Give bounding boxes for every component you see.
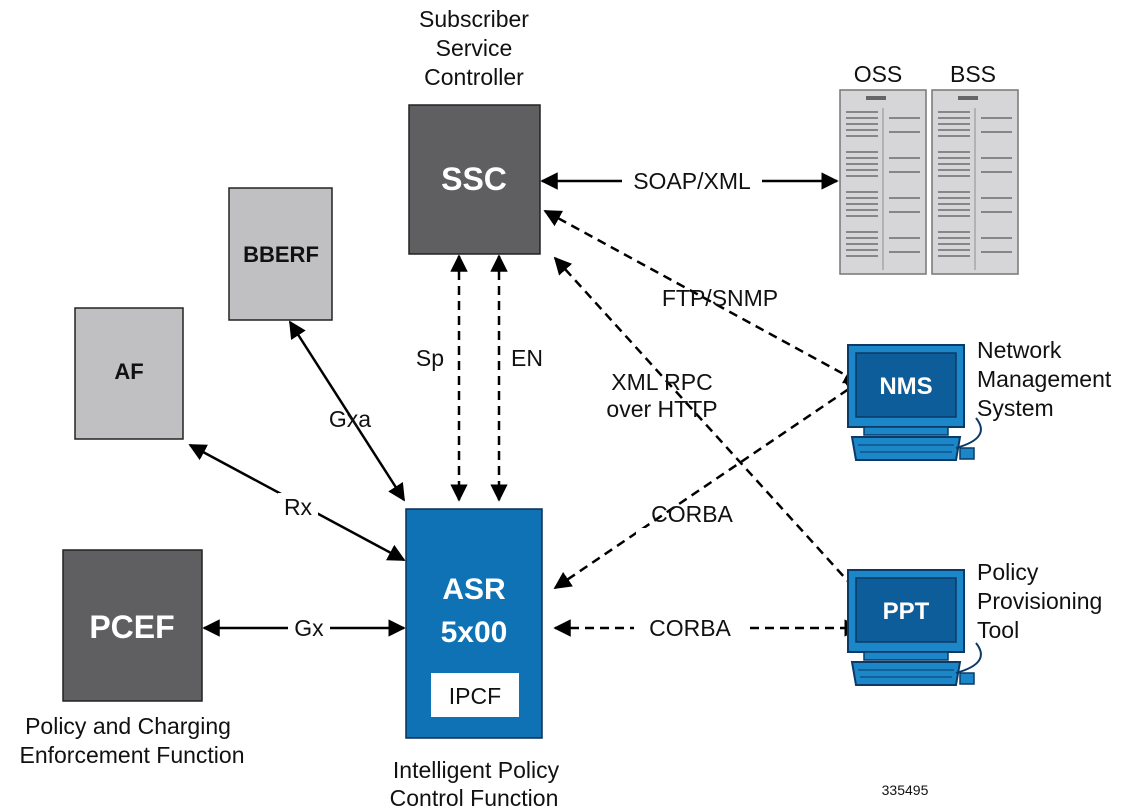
nms-caption-line1: Network (977, 337, 1062, 363)
ssc-caption-line1: Subscriber (419, 6, 529, 32)
figure-id: 335495 (882, 782, 929, 798)
pcef-box-label: PCEF (89, 609, 174, 645)
oss-label: OSS (854, 61, 903, 87)
rx-label: Rx (284, 494, 313, 520)
corba-nms-connector (553, 378, 864, 590)
bberf-box-label: BBERF (243, 242, 319, 267)
ppt-caption-line2: Provisioning (977, 588, 1102, 614)
ssc-caption-line3: Controller (424, 64, 524, 90)
asr-label-line1: ASR (442, 573, 506, 606)
af-box (74, 307, 184, 440)
nms-node: NMS Network Management System (847, 337, 1112, 461)
ppt-caption-line3: Tool (977, 617, 1019, 643)
ppt-terminal-icon (847, 569, 982, 686)
xml-rpc-label-line2: over HTTP (606, 396, 717, 422)
bss-node: BSS (931, 61, 1019, 275)
bss-server-icon (931, 89, 1019, 275)
ppt-node: PPT Policy Provisioning Tool (847, 559, 1102, 686)
gx-label: Gx (294, 615, 324, 641)
bss-label: BSS (950, 61, 996, 87)
nms-caption-line2: Management (977, 366, 1112, 392)
bberf-box (228, 187, 333, 321)
nms-caption-line3: System (977, 395, 1054, 421)
ipcf-inner-label: IPCF (449, 683, 501, 709)
corba-ppt-label: CORBA (649, 615, 731, 641)
pcef-box (62, 549, 203, 702)
ppt-screen-label: PPT (883, 598, 930, 625)
ssc-node: Subscriber Service Controller SSC (408, 6, 541, 255)
sp-label: Sp (416, 345, 444, 371)
xml-rpc-label-line1: XML RPC (611, 369, 712, 395)
ipcf-inner-box (431, 673, 519, 717)
asr-label-line2: 5x00 (441, 616, 508, 649)
nms-terminal-icon (847, 344, 982, 461)
af-box-label: AF (114, 359, 143, 384)
asr-caption-line2: Control Function (390, 785, 559, 811)
asr-node: ASR 5x00 IPCF Intelligent Policy Control… (390, 508, 560, 811)
ssc-box-label: SSC (441, 161, 507, 197)
bberf-node: BBERF (228, 187, 333, 321)
soap-xml-label: SOAP/XML (633, 168, 751, 194)
gxa-label: Gxa (329, 406, 371, 432)
af-node: AF (74, 307, 184, 440)
en-label: EN (511, 345, 543, 371)
pcef-caption-line1: Policy and Charging (25, 713, 231, 739)
oss-node: OSS (839, 61, 927, 275)
ftp-snmp-label: FTP/SNMP (662, 285, 778, 311)
pcef-node: PCEF Policy and Charging Enforcement Fun… (19, 549, 245, 768)
asr-caption-line1: Intelligent Policy (393, 757, 560, 783)
pcef-caption-line2: Enforcement Function (19, 742, 244, 768)
nms-screen-label: NMS (879, 373, 932, 400)
corba-nms-label: CORBA (651, 501, 733, 527)
ssc-caption-line2: Service (436, 35, 513, 61)
ssc-box (408, 104, 541, 255)
ppt-caption-line1: Policy (977, 559, 1039, 585)
oss-server-icon (839, 89, 927, 275)
